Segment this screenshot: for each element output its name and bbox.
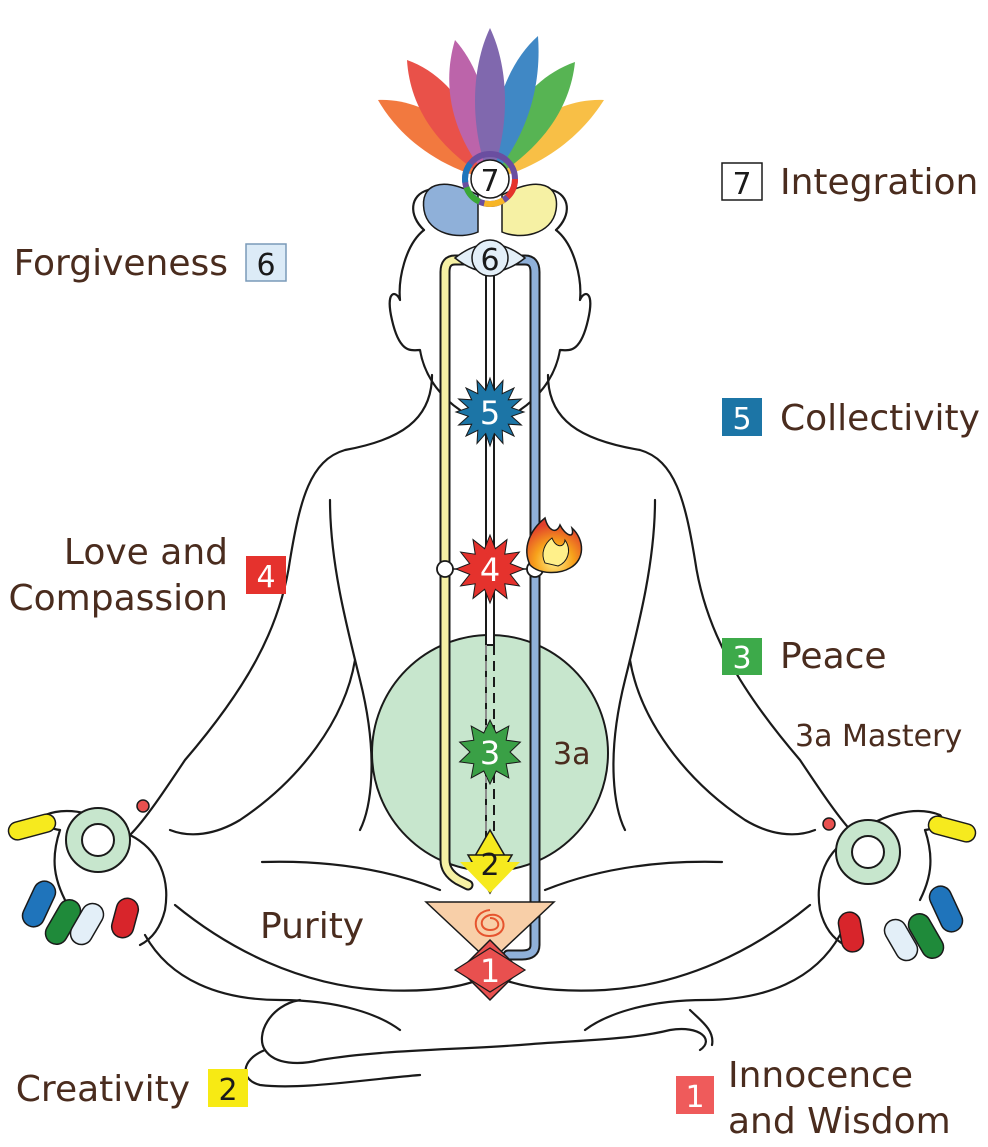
badge-7: 7 [732,167,751,202]
chakra-3-number: 3 [480,734,500,772]
badge-6: 6 [256,248,275,283]
chakra-7-number: 7 [480,164,499,199]
creativity-text: Creativity [16,1069,190,1110]
chakra-5: 5 [454,376,526,448]
chakra-4-number: 4 [480,551,500,589]
label-creativity: 2 Creativity [16,1069,248,1110]
left-head-lobe [422,183,479,237]
chakra-5-number: 5 [480,394,500,432]
chakra-1-number: 1 [480,952,500,990]
flame-icon [526,516,583,574]
chakra-3: 3 [458,718,522,786]
innocence-text-line2: and Wisdom [728,1101,951,1142]
badge-4: 4 [256,560,275,595]
badge-2: 2 [218,1073,237,1108]
badge-3: 3 [732,641,751,676]
badge-1: 1 [685,1080,704,1115]
collectivity-text: Collectivity [780,398,980,439]
chakra-1: 1 [453,938,527,1002]
label-forgiveness: 6 Forgiveness [14,243,287,284]
void-label: 3a [553,737,590,772]
love-text-line2: Compassion [9,578,229,619]
right-palm [822,815,977,962]
label-innocence: 1 Innocence and Wisdom [676,1055,951,1142]
label-love: 4 Love and Compassion [9,532,286,619]
chakra-6: 6 [453,239,527,278]
label-peace: 3 Peace [722,636,887,677]
label-collectivity: 5 Collectivity [722,398,980,439]
peace-text: Peace [780,636,887,677]
right-head-lobe [501,183,558,237]
chakra-2: 2 [460,828,520,895]
chakra-2-number: 2 [480,848,499,883]
love-text-line1: Love and [64,532,228,573]
integration-text: Integration [780,162,978,203]
mastery-text: 3a Mastery [795,719,962,754]
chakra-4: 4 [436,533,544,605]
innocence-text-line1: Innocence [728,1055,913,1096]
chakra-6-number: 6 [480,243,499,278]
left-palm [7,799,150,946]
purity-text: Purity [260,906,364,947]
badge-5: 5 [732,402,751,437]
forgiveness-text: Forgiveness [14,243,228,284]
crown-lotus [378,28,604,180]
chakra-7: 7 [462,151,518,207]
label-integration: 7 Integration [721,162,978,203]
sacrum-triangle [424,901,556,964]
